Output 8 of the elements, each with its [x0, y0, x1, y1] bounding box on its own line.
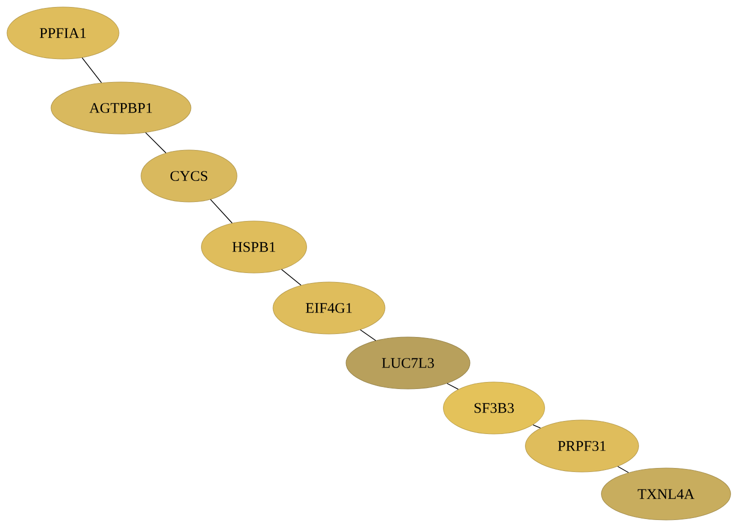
- edge-line: [617, 466, 629, 473]
- edge-line: [360, 329, 376, 341]
- edge-line: [281, 269, 302, 286]
- edge-line: [82, 57, 102, 84]
- edge-line: [145, 132, 166, 154]
- edge-line: [532, 424, 541, 428]
- edge-line: [446, 383, 459, 390]
- edge-line: [210, 199, 233, 224]
